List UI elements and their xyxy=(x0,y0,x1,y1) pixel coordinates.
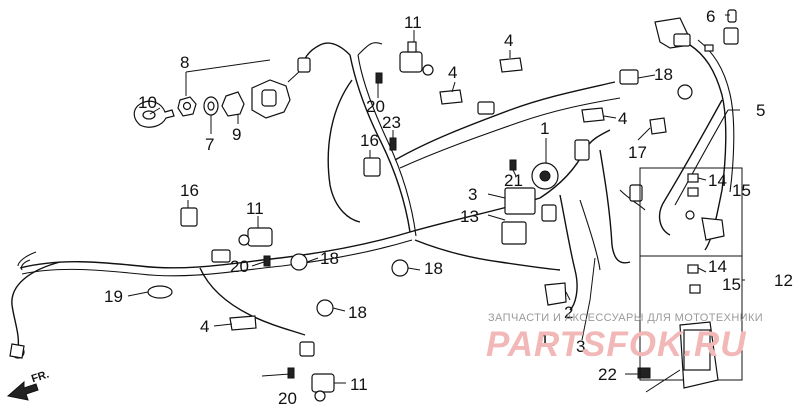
fuse-box-assembly-12 xyxy=(639,167,743,389)
callout-15-upper: 15 xyxy=(732,181,751,200)
callout-8: 8 xyxy=(180,53,189,72)
rear-harness-5 xyxy=(654,9,739,251)
callout-16-upper: 16 xyxy=(360,131,379,150)
callout-14-upper: 14 xyxy=(708,171,727,190)
callout-4-right: 4 xyxy=(618,109,627,128)
watermark-logo: PARTSFOK.RU xyxy=(486,325,747,364)
callout-1: 1 xyxy=(540,119,549,138)
callout-18-bottom: 18 xyxy=(348,303,367,322)
ignition-switch-parts xyxy=(133,57,311,128)
callout-7: 7 xyxy=(205,135,214,154)
callout-10: 10 xyxy=(138,93,157,112)
callout-20-left: 20 xyxy=(230,257,249,276)
callout-4-bottom: 4 xyxy=(200,317,209,336)
leader-lines xyxy=(127,14,745,393)
front-direction-arrow xyxy=(6,380,39,401)
callout-16-left: 16 xyxy=(180,181,199,200)
callout-3-lower: 3 xyxy=(576,337,585,356)
callout-21: 21 xyxy=(504,171,523,190)
callout-12: 12 xyxy=(774,271,793,290)
callout-17-lower: 17 xyxy=(540,331,559,350)
callout-4-upper: 4 xyxy=(448,63,457,82)
callout-17-upper: 17 xyxy=(628,143,647,162)
callout-13: 13 xyxy=(460,207,479,226)
callout-23: 23 xyxy=(382,113,401,132)
callout-4-top: 4 xyxy=(504,31,513,50)
callout-18-left: 18 xyxy=(320,249,339,268)
callout-14-lower: 14 xyxy=(708,257,727,276)
callout-15-lower: 15 xyxy=(722,275,741,294)
callout-6: 6 xyxy=(706,7,715,26)
callout-2: 2 xyxy=(564,303,573,322)
callout-11-left: 11 xyxy=(246,199,264,218)
callout-11-bottom: 11 xyxy=(350,375,368,394)
callout-9: 9 xyxy=(232,125,241,144)
callout-20-bottom: 20 xyxy=(278,389,297,408)
watermark-caption: ЗАПЧАСТИ И АКСЕССУАРЫ ДЛЯ МОТОТЕХНИКИ xyxy=(488,312,764,324)
callout-18-mid: 18 xyxy=(424,259,443,278)
callout-3-relay: 3 xyxy=(468,185,477,204)
callout-22: 22 xyxy=(598,365,617,384)
callout-5: 5 xyxy=(756,101,765,120)
callout-18-top: 18 xyxy=(654,65,673,84)
callout-20-top: 20 xyxy=(366,97,385,116)
callout-numbers: 11 4 4 8 10 7 9 20 23 16 1 21 3 13 4 18 … xyxy=(104,7,793,408)
callout-19: 19 xyxy=(104,287,123,306)
callout-11-top: 11 xyxy=(404,13,422,32)
harness-connectors xyxy=(9,41,693,402)
